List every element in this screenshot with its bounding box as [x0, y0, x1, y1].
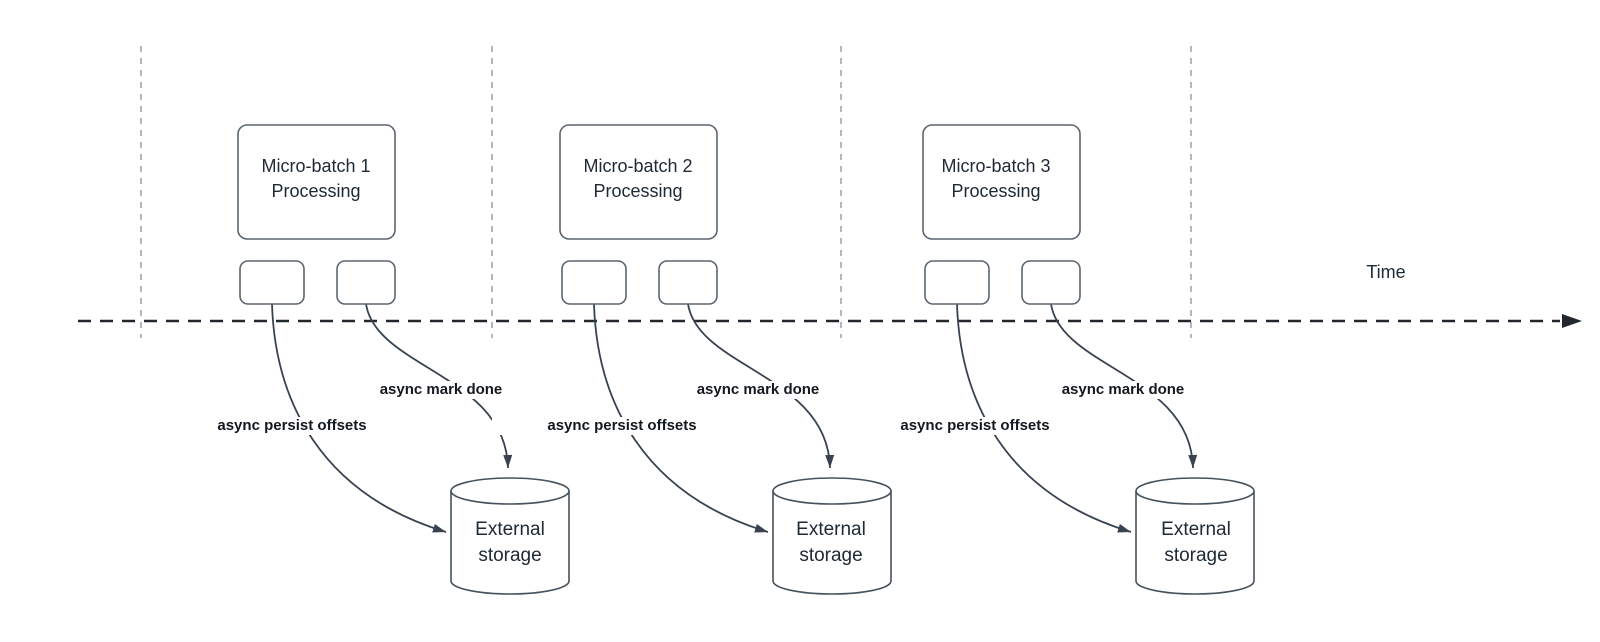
persist-offsets-connector-1: [271, 303, 447, 533]
task-box-3-left: [924, 260, 990, 305]
storage-cylinder-top-1: [450, 477, 570, 505]
micro-batch-1-box: [237, 124, 396, 240]
mark-done-connector-2: [687, 303, 835, 469]
storage-cylinder-body-2: [772, 491, 892, 595]
storage-cylinder-top-2: [772, 477, 892, 505]
task-box-2-right: [658, 260, 718, 305]
storage-cylinder-body-3: [1135, 491, 1255, 595]
storage-cylinder-top-3: [1135, 477, 1255, 505]
persist-offsets-label-2: async persist offsets: [492, 417, 752, 435]
mark-done-label-3: async mark done: [993, 381, 1253, 399]
persist-offsets-label-3: async persist offsets: [845, 417, 1105, 435]
external-storage-label-3: External storage: [1161, 519, 1231, 566]
storage-cylinder-body-1: [450, 491, 570, 595]
time-axis-arrowhead-icon: [1562, 314, 1582, 328]
mark-done-connector-1: [365, 303, 513, 469]
external-storage-label-1: External storage: [475, 519, 545, 566]
task-box-1-right: [336, 260, 396, 305]
micro-batch-group-1: [237, 124, 570, 595]
mark-done-label-2: async mark done: [628, 381, 888, 399]
task-box-2-left: [561, 260, 627, 305]
mark-done-connector-3: [1050, 303, 1198, 469]
micro-batch-group-2: [559, 124, 892, 595]
micro-batch-2-label: Micro-batch 2 Processing: [583, 156, 693, 201]
task-box-1-left: [239, 260, 305, 305]
time-axis-label: Time: [1366, 262, 1406, 282]
persist-offsets-connector-3: [956, 303, 1132, 533]
mark-done-label-1: async mark done: [311, 381, 571, 399]
micro-batch-1-label: Micro-batch 1 Processing: [261, 156, 371, 201]
persist-offsets-label-1: async persist offsets: [162, 417, 422, 435]
micro-batch-3-box: [922, 124, 1081, 240]
micro-batch-group-3: [922, 124, 1255, 595]
micro-batch-3-label: Micro-batch 3 Processing: [941, 156, 1051, 201]
task-box-3-right: [1021, 260, 1081, 305]
external-storage-label-2: External storage: [796, 519, 866, 566]
persist-offsets-connector-2: [593, 303, 769, 533]
micro-batch-2-box: [559, 124, 718, 240]
